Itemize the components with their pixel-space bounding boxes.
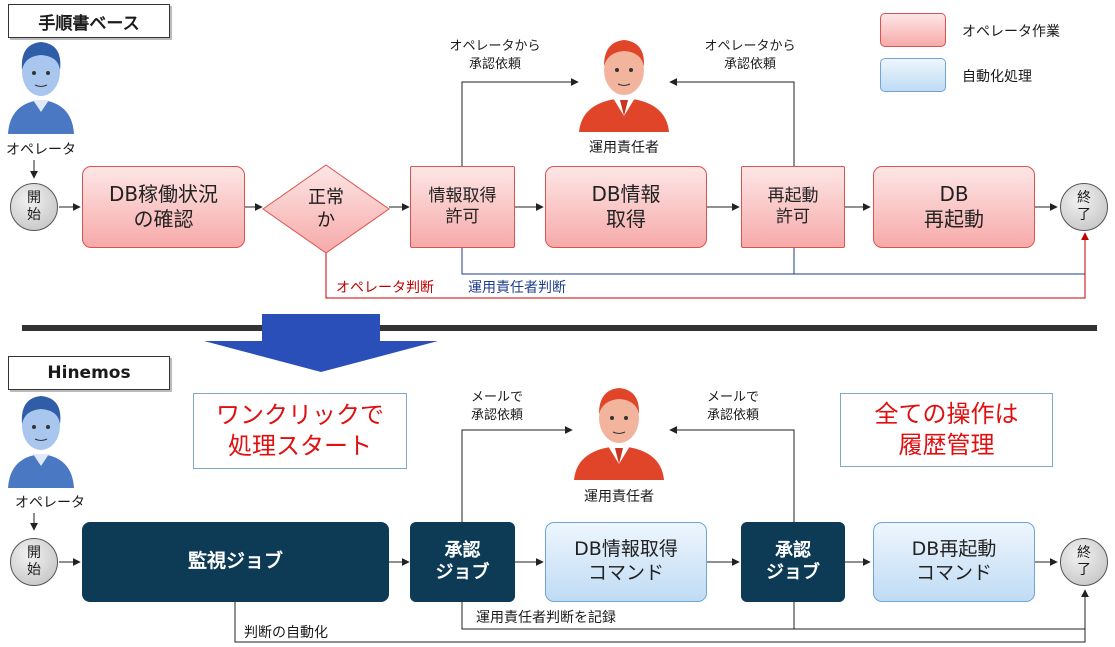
request-line-left-bottom bbox=[461, 426, 573, 522]
manager-icon-top bbox=[579, 40, 669, 132]
legend-swatch-operator bbox=[880, 13, 946, 47]
operator-label-bottom: オペレータ bbox=[15, 495, 85, 511]
callout-one-click-start: ワンクリックで 処理スタート bbox=[193, 393, 407, 469]
section-title-bottom: Hinemos bbox=[8, 356, 170, 390]
callout-history-management: 全ての操作は 履歴管理 bbox=[840, 393, 1053, 467]
request-line-left-top bbox=[461, 78, 579, 166]
transition-arrow bbox=[204, 314, 438, 372]
operator-icon-bottom bbox=[8, 396, 74, 488]
step-db-restart: DB 再起動 bbox=[873, 166, 1035, 248]
manager-label-bottom: 運用責任者 bbox=[584, 489, 654, 505]
request-line-right-top bbox=[669, 78, 795, 166]
legend-label-operator: オペレータ作業 bbox=[962, 24, 1060, 40]
request-note-right-top: オペレータから 承認依頼 bbox=[704, 39, 796, 72]
legend-swatch-automated bbox=[880, 58, 946, 92]
operator-label-top: オペレータ bbox=[6, 142, 76, 158]
step-info-permit: 情報取得 許可 bbox=[410, 166, 515, 248]
section-title-top: 手順書ベース bbox=[8, 4, 170, 38]
request-note-right-bottom: メールで 承認依頼 bbox=[706, 390, 759, 423]
job-approval-1: 承認 ジョブ bbox=[410, 522, 515, 602]
auto-judgment-label: 判断の自動化 bbox=[244, 625, 328, 641]
step-db-info-get: DB情報 取得 bbox=[545, 166, 707, 248]
legend-label-automated: 自動化処理 bbox=[962, 69, 1032, 85]
manager-judgment-line bbox=[461, 248, 1085, 275]
job-monitor: 監視ジョブ bbox=[82, 522, 389, 602]
step-db-status-check: DB稼働状況 の確認 bbox=[82, 166, 245, 248]
request-note-left-top: オペレータから 承認依頼 bbox=[449, 39, 541, 72]
job-approval-2: 承認 ジョブ bbox=[741, 522, 845, 602]
end-node-top: 終 了 bbox=[1060, 183, 1108, 231]
manager-icon-bottom bbox=[574, 388, 664, 480]
record-judgment-label: 運用責任者判断を記録 bbox=[476, 610, 616, 626]
operator-icon-top bbox=[8, 42, 74, 134]
start-node-bottom: 開 始 bbox=[10, 538, 58, 586]
start-node-top: 開 始 bbox=[10, 183, 58, 231]
step-restart-permit: 再起動 許可 bbox=[741, 166, 845, 248]
command-db-restart: DB再起動 コマンド bbox=[873, 522, 1035, 602]
end-node-bottom: 終 了 bbox=[1060, 538, 1108, 586]
operator-judgment-label: オペレータ判断 bbox=[336, 280, 434, 296]
request-note-left-bottom: メールで 承認依頼 bbox=[470, 390, 523, 423]
manager-label-top: 運用責任者 bbox=[589, 140, 659, 156]
command-db-info-get: DB情報取得 コマンド bbox=[545, 522, 707, 602]
decision-label: 正常 か bbox=[308, 186, 344, 231]
request-line-right-bottom bbox=[669, 426, 795, 522]
manager-judgment-label: 運用責任者判断 bbox=[468, 280, 566, 296]
